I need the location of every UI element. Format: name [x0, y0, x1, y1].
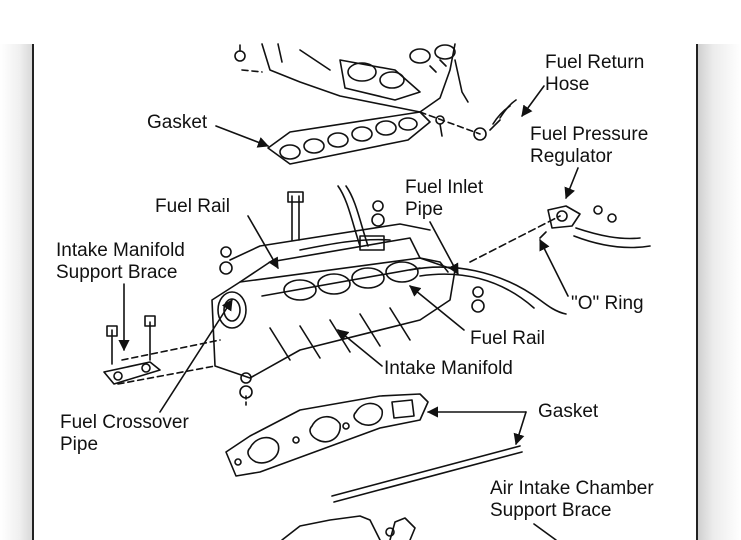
- fuel-return-hose-part: [419, 99, 517, 141]
- label-line: Regulator: [530, 146, 613, 167]
- label-fuel-rail-right: Fuel Rail: [470, 328, 545, 349]
- label-line: Support Brace: [490, 500, 612, 521]
- page-shadow-right: [698, 44, 741, 540]
- upper-gasket-part: [267, 111, 431, 165]
- label-line: Fuel Crossover: [60, 412, 189, 433]
- label-line: Pipe: [60, 434, 99, 455]
- label-line: Fuel Return: [545, 52, 645, 73]
- label-fuel-return-hose: Fuel Return Hose: [545, 52, 644, 96]
- fuel-pressure-regulator-part: [469, 205, 651, 263]
- label-o-ring: "O" Ring: [571, 293, 644, 314]
- label-intake-manifold: Intake Manifold: [384, 358, 513, 379]
- label-fuel-crossover-pipe: Fuel Crossover Pipe: [60, 412, 189, 456]
- label-line: Pipe: [405, 199, 444, 220]
- page-shadow-left: [0, 44, 32, 540]
- page-border-right: [696, 44, 698, 540]
- label-line: Air Intake Chamber: [490, 478, 654, 499]
- label-line: Fuel Pressure: [530, 124, 649, 145]
- label-fuel-rail-left: Fuel Rail: [155, 196, 230, 217]
- air-intake-chamber-support-brace-part: [281, 515, 416, 540]
- label-line: Hose: [545, 74, 590, 95]
- lower-gasket-part: [225, 393, 429, 477]
- leader-lines: [118, 85, 579, 540]
- thin-gasket-part: [331, 445, 523, 503]
- fuel-inlet-pipe-part: [409, 266, 567, 315]
- intake-manifold-support-brace-part: [103, 315, 221, 385]
- label-intake-manifold-support-brace: Intake Manifold Support Brace: [56, 240, 185, 284]
- label-line: Intake Manifold: [56, 240, 185, 261]
- page-border-left: [32, 44, 34, 540]
- label-fuel-inlet-pipe: Fuel Inlet Pipe: [405, 177, 483, 221]
- label-gasket-bottom: Gasket: [538, 401, 599, 422]
- label-gasket-top: Gasket: [147, 112, 208, 133]
- lower-bolts: [239, 372, 253, 409]
- label-fuel-pressure-regulator: Fuel Pressure Regulator: [530, 124, 648, 168]
- air-intake-chamber-part: [234, 43, 469, 113]
- label-line: Fuel Inlet: [405, 177, 484, 198]
- label-line: Support Brace: [56, 262, 178, 283]
- intake-manifold-part: [211, 223, 456, 379]
- label-air-intake-chamber-support-brace: Air Intake Chamber Support Brace: [490, 478, 654, 522]
